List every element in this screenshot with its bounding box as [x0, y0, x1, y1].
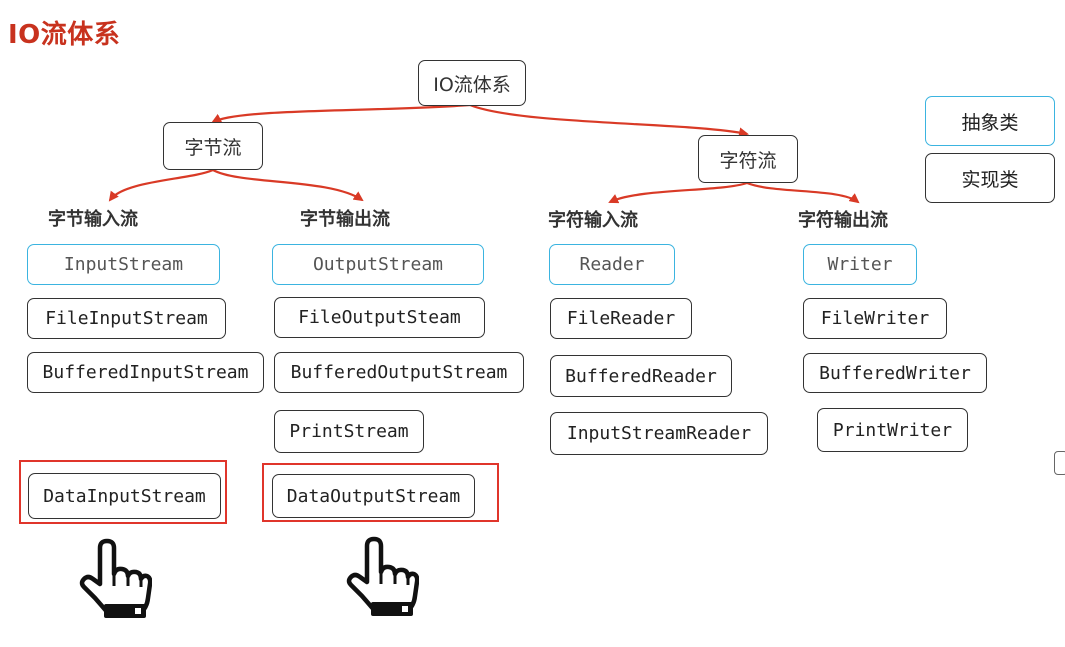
legend-concrete: 实现类 [925, 153, 1055, 203]
heading-char-output: 字符输出流 [798, 210, 888, 231]
class-node-inputstream: InputStream [27, 244, 220, 285]
class-node-bufferedoutputstream: BufferedOutputStream [274, 352, 524, 393]
class-node-dataoutputstream: DataOutputStream [272, 474, 475, 518]
root-node: IO流体系 [418, 60, 526, 106]
byte-stream-node: 字节流 [163, 122, 263, 170]
legend-abstract: 抽象类 [925, 96, 1055, 146]
highlight-datainputstream [19, 460, 227, 524]
class-node-reader: Reader [549, 244, 675, 285]
heading-byte-input: 字节输入流 [48, 209, 138, 230]
class-node-outputstream: OutputStream [272, 244, 484, 285]
class-node-bufferedwriter: BufferedWriter [803, 353, 987, 393]
class-node-fileoutputsteam: FileOutputSteam [274, 297, 485, 338]
pointing-hand-icon [346, 536, 419, 616]
class-node-filereader: FileReader [550, 298, 692, 339]
arrow-byte-to-input [108, 168, 214, 202]
char-stream-node: 字符流 [698, 135, 798, 183]
heading-char-input: 字符输入流 [548, 210, 638, 231]
pointing-hand-icon [79, 538, 152, 618]
class-node-printstream: PrintStream [274, 410, 424, 453]
class-node-bufferedinputstream: BufferedInputStream [27, 352, 264, 393]
arrow-char-to-output [746, 181, 860, 204]
page-title: IO流体系 [8, 20, 121, 50]
class-node-bufferedreader: BufferedReader [550, 355, 732, 397]
class-node-inputstreamreader: InputStreamReader [550, 412, 768, 455]
arrow-char-to-input [608, 181, 748, 204]
arrow-byte-to-output [212, 169, 364, 202]
class-node-filewriter: FileWriter [803, 298, 947, 339]
heading-byte-output: 字节输出流 [300, 209, 390, 230]
class-node-writer: Writer [803, 244, 917, 285]
edge-widget-icon[interactable] [1054, 451, 1065, 475]
arrow-root-to-byte [211, 103, 471, 123]
class-node-printwriter: PrintWriter [817, 408, 968, 452]
class-node-datainputstream: DataInputStream [28, 473, 221, 519]
arrow-root-to-char [469, 103, 749, 138]
class-node-fileinputstream: FileInputStream [27, 298, 226, 339]
highlight-dataoutputstream [262, 463, 499, 522]
